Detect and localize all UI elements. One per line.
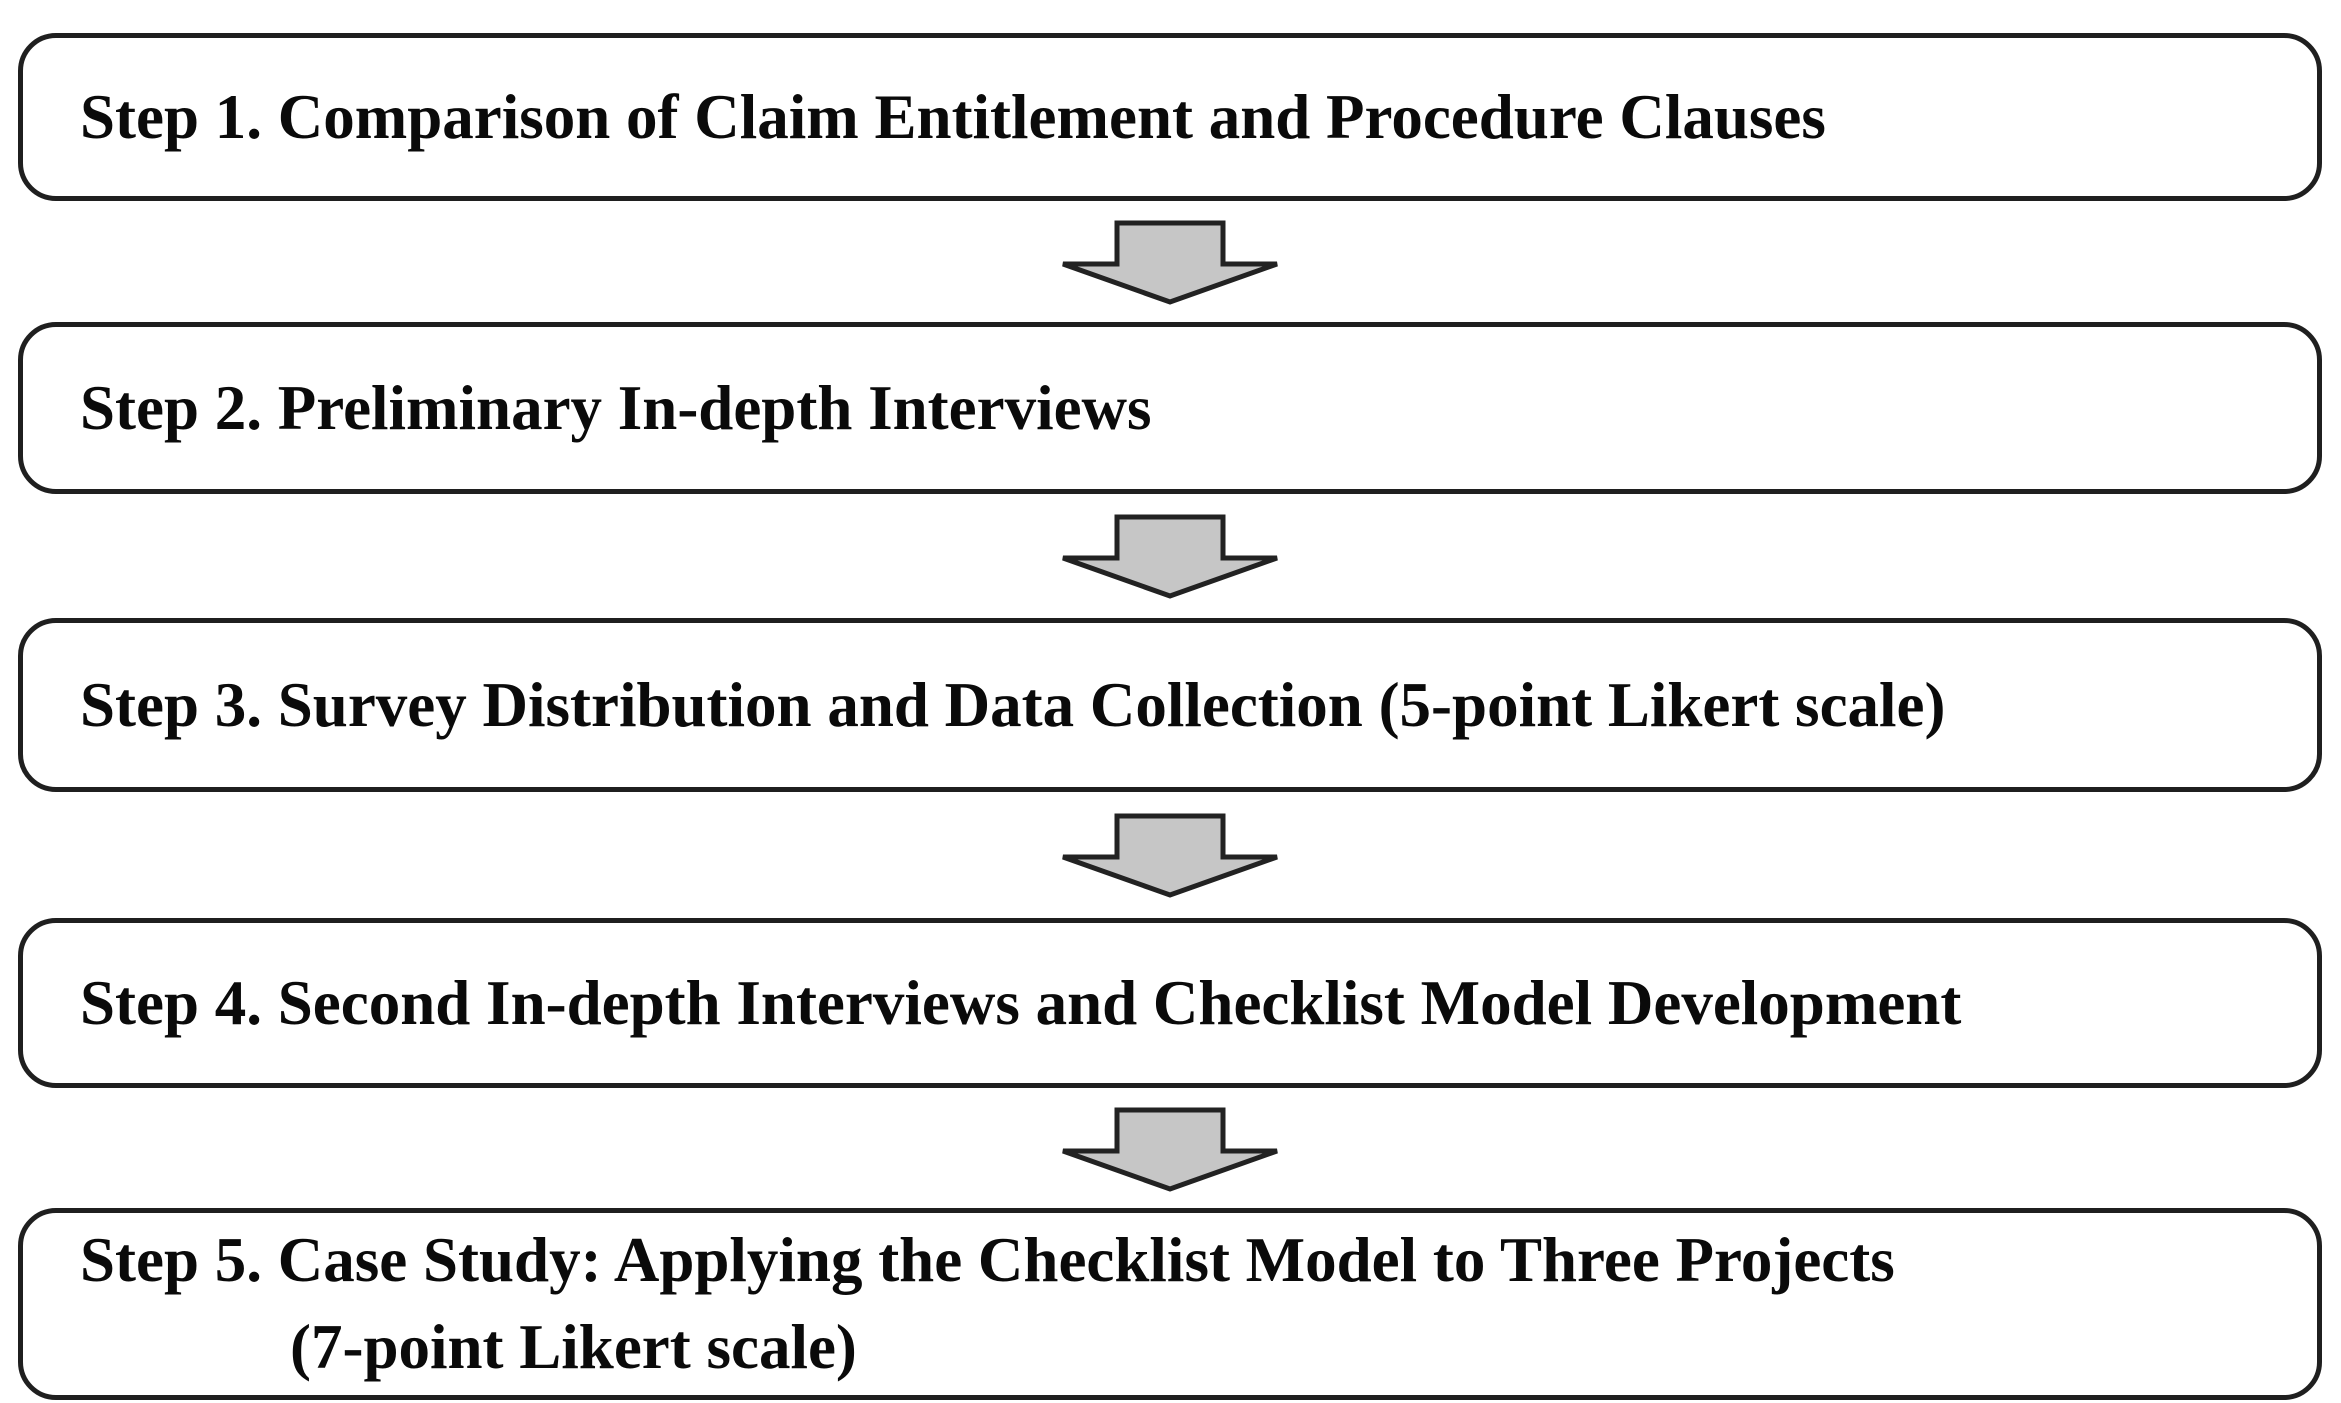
step-5-label: Step 5. Case Study: Applying the Checkli… (80, 1225, 1895, 1295)
down-arrow-icon (1062, 220, 1278, 305)
step-2-box: Step 2. Preliminary In-depth Interviews (18, 322, 2322, 494)
step-5-box: Step 5. Case Study: Applying the Checkli… (18, 1208, 2322, 1400)
step-2-label: Step 2. Preliminary In-depth Interviews (80, 372, 1152, 443)
step-5-label-line2: (7-point Likert scale) (290, 1312, 857, 1382)
step-1-label: Step 1. Comparison of Claim Entitlement … (80, 81, 1826, 152)
step-4-label: Step 4. Second In-depth Interviews and C… (80, 967, 1962, 1038)
down-arrow-icon (1062, 514, 1278, 599)
step-3-box: Step 3. Survey Distribution and Data Col… (18, 618, 2322, 792)
step-4-box: Step 4. Second In-depth Interviews and C… (18, 918, 2322, 1088)
down-arrow-icon (1062, 1107, 1278, 1192)
down-arrow-icon (1062, 813, 1278, 898)
step-1-box: Step 1. Comparison of Claim Entitlement … (18, 33, 2322, 201)
step-3-label: Step 3. Survey Distribution and Data Col… (80, 669, 1946, 740)
